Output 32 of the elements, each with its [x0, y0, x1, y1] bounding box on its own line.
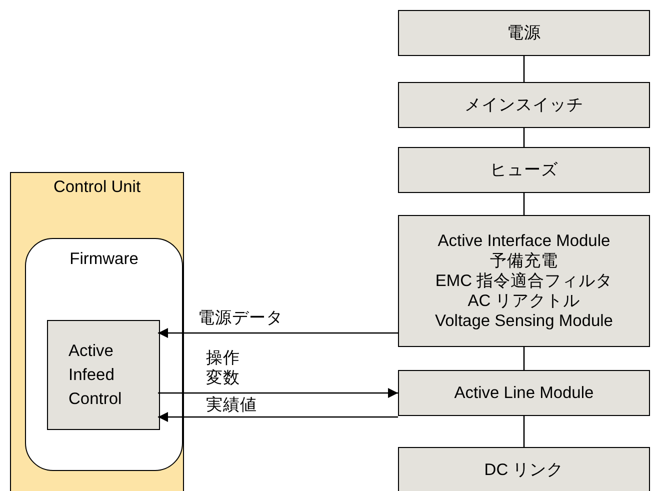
- process-box: [398, 147, 650, 193]
- box-label: メインスイッチ: [464, 95, 584, 115]
- box-label: EMC 指令適合フィルタ: [434, 271, 614, 291]
- connector-line: [523, 193, 525, 215]
- box-label: 電源: [506, 23, 542, 43]
- unit-box: [10, 172, 184, 491]
- arrow: [158, 412, 398, 422]
- box-label: ヒューズ: [489, 160, 559, 180]
- process-box: [398, 447, 650, 491]
- edge-label: 実績値: [206, 395, 257, 415]
- box-title: Firmware: [68, 249, 140, 269]
- edge-label: 電源データ: [198, 308, 283, 328]
- process-box: [398, 370, 650, 416]
- process-box: [398, 215, 650, 347]
- box-label: DC リンク: [483, 460, 565, 480]
- connector-line: [523, 128, 525, 147]
- firmware-box: [25, 238, 183, 471]
- box-title: Control Unit: [52, 177, 142, 197]
- connector-line: [523, 416, 525, 447]
- box-label: Voltage Sensing Module: [434, 311, 614, 331]
- arrow: [158, 328, 398, 338]
- connector-line: [523, 56, 525, 82]
- connector-line: [523, 347, 525, 370]
- box-label: AC リアクトル: [466, 291, 582, 311]
- arrow: [158, 388, 398, 398]
- box-label: Active Infeed Control: [68, 341, 123, 410]
- box-label: Active Interface Module: [436, 231, 612, 251]
- process-box: [398, 10, 650, 56]
- process-box: [47, 320, 160, 430]
- box-label: 予備充電: [489, 251, 559, 271]
- process-box: [398, 82, 650, 128]
- box-label: Active Line Module: [453, 383, 595, 403]
